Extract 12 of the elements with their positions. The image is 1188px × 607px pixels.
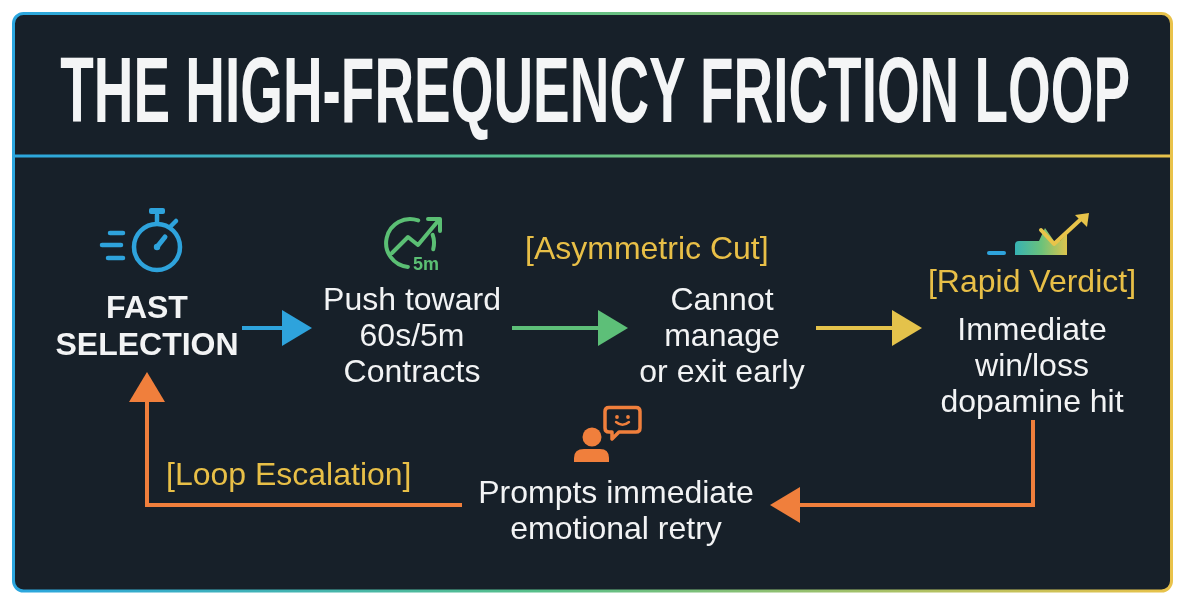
step-label: Prompts immediate emotional retry (478, 474, 754, 546)
stage-tag: [Rapid Verdict] (927, 263, 1137, 299)
timeframe-label: 5m (413, 255, 439, 273)
arrow (770, 420, 1035, 523)
step-label: FAST SELECTION (55, 289, 239, 363)
step-label: Cannot manage or exit early (639, 281, 805, 389)
step-label: Immediate win/loss dopamine hit (940, 311, 1124, 419)
arrow (242, 310, 312, 346)
arrow (816, 310, 922, 346)
arrow (512, 310, 628, 346)
arrow (129, 372, 462, 507)
step-label: Push toward 60s/5m Contracts (323, 281, 501, 389)
